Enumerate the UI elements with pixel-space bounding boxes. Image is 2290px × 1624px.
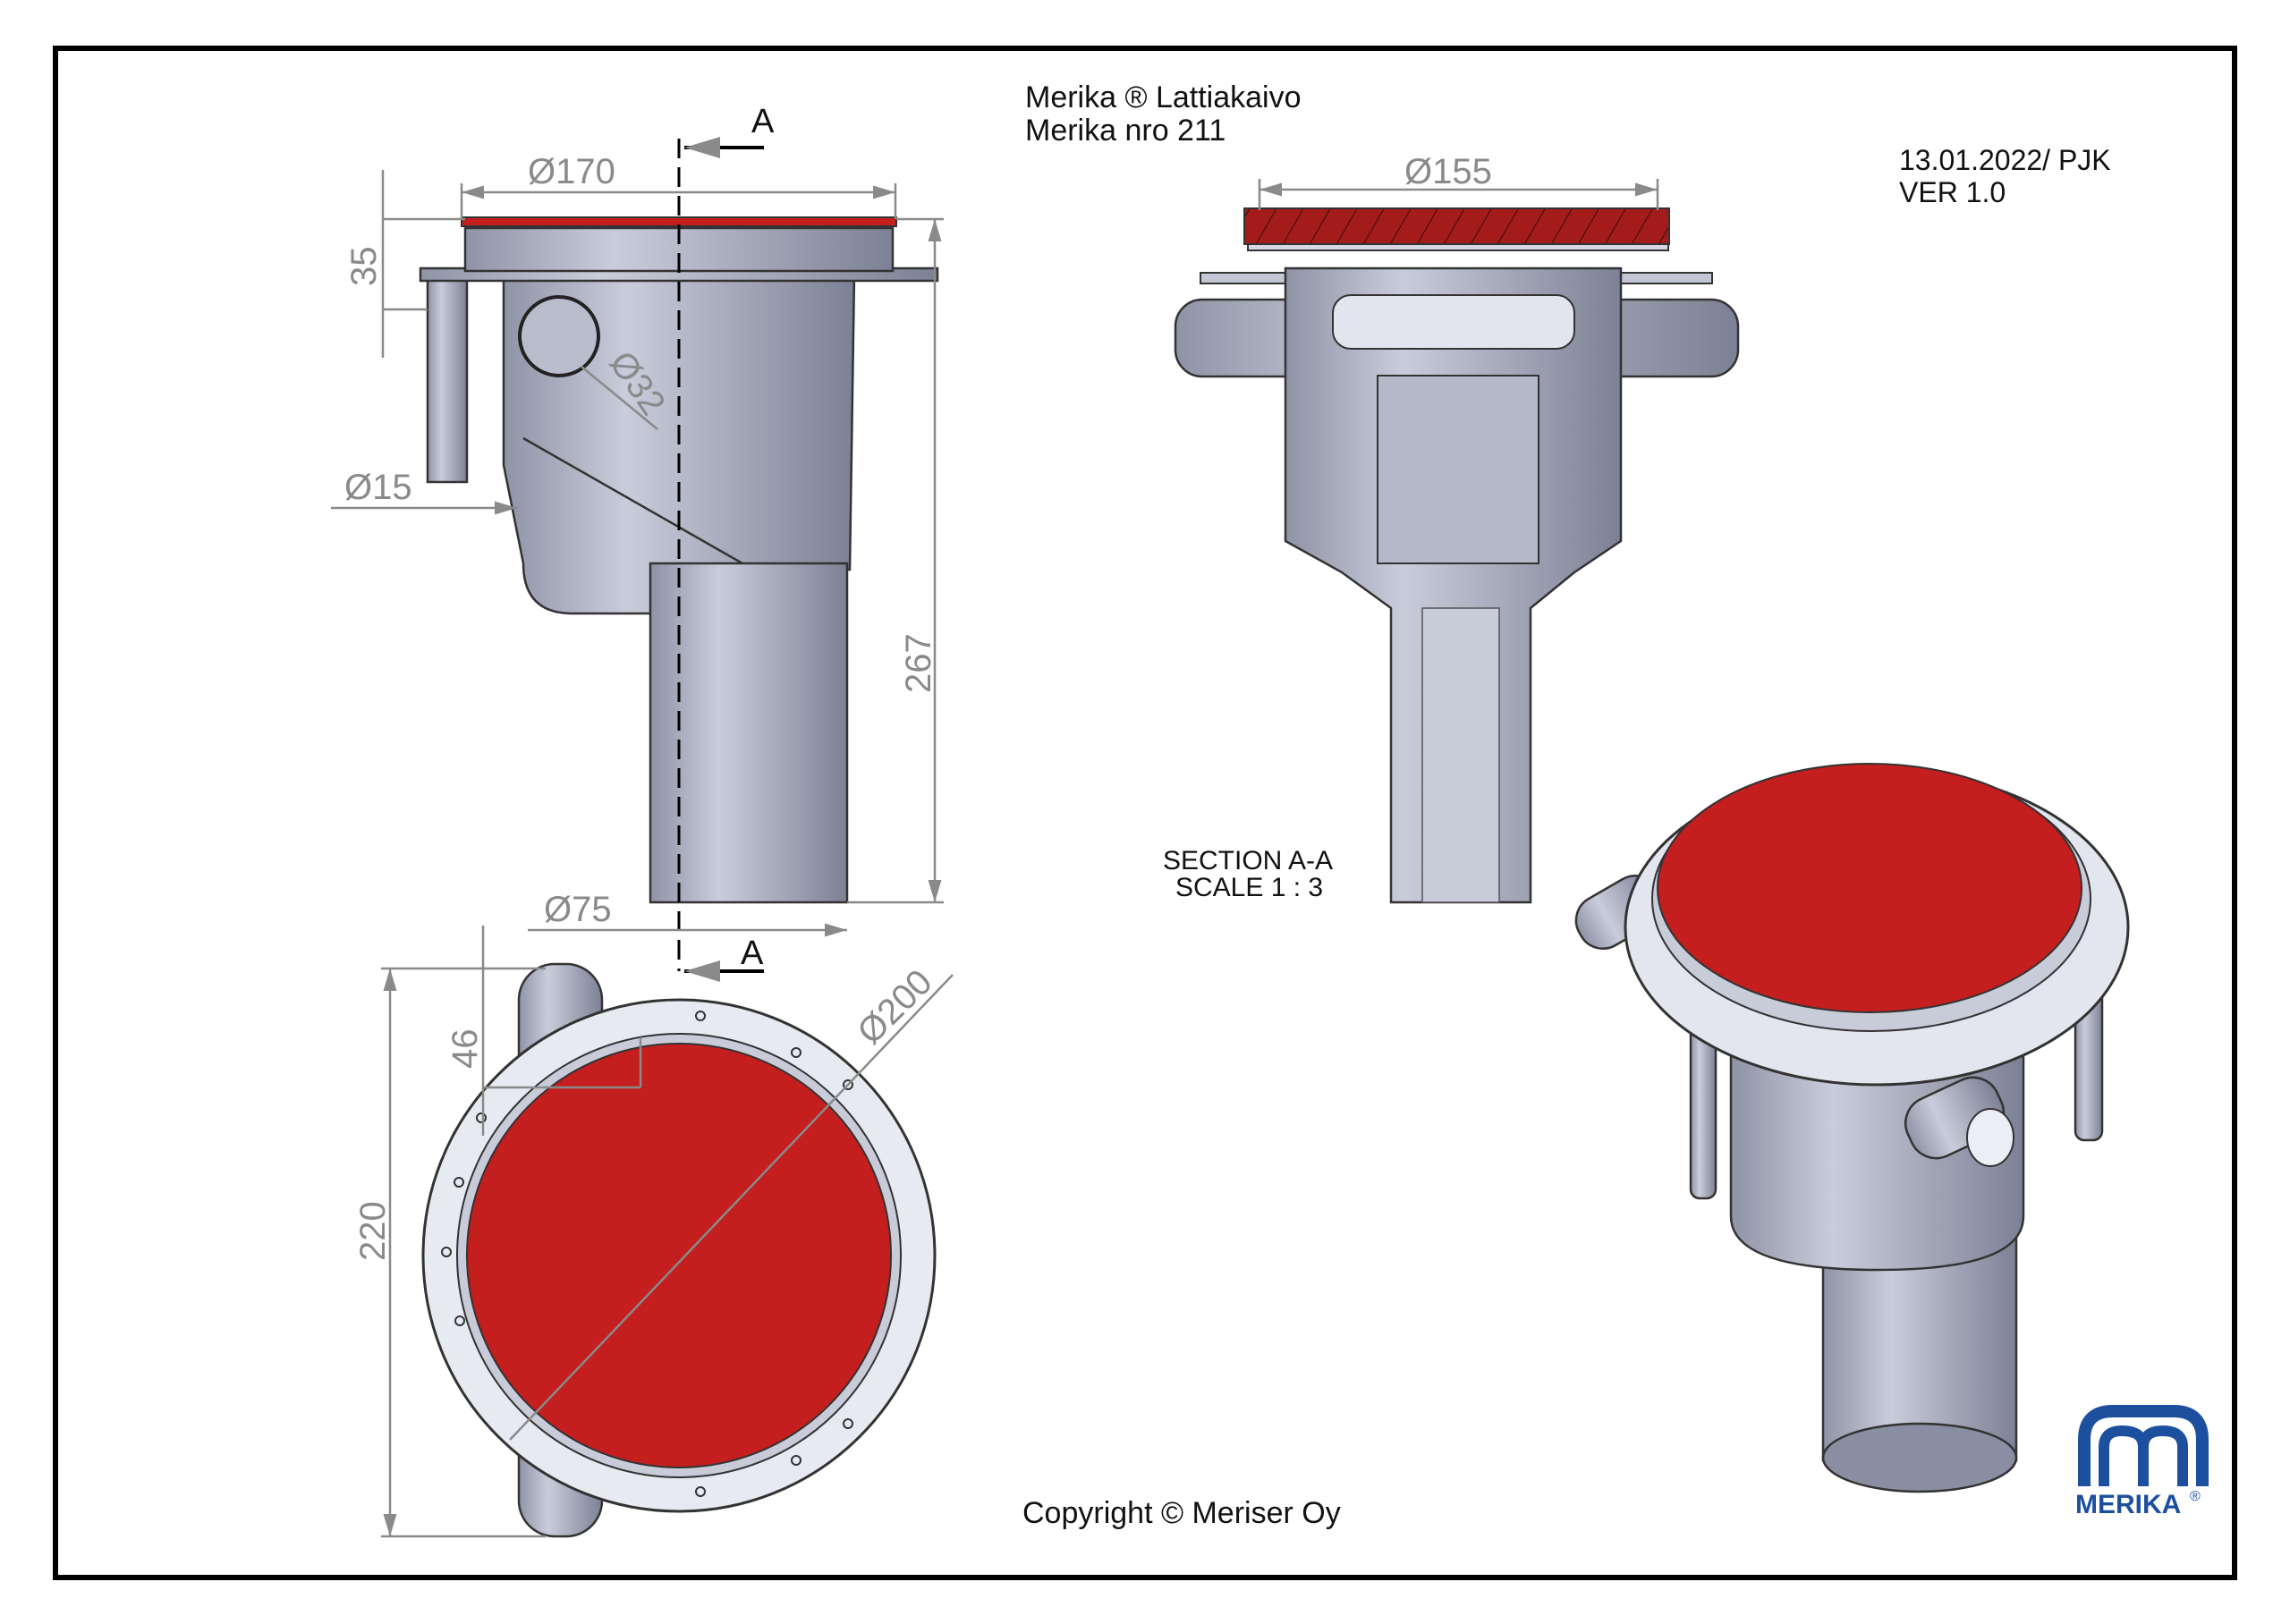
revision-date: 13.01.2022/ PJK (1899, 144, 2111, 176)
section-scale: SCALE 1 : 3 (1175, 873, 1323, 902)
section-marker-bottom: A (741, 935, 764, 972)
merika-logo: MERIKA ® (2075, 1405, 2209, 1519)
grate-iso (1657, 763, 2082, 1013)
section-label: SECTION A-A (1163, 846, 1333, 875)
drawing-border (53, 46, 2237, 1580)
dim-total-width: 220 (353, 1201, 393, 1261)
product-number: Merika nro 211 (1025, 114, 1226, 148)
revision-version: VER 1.0 (1899, 176, 2006, 208)
isometric-view (1574, 763, 2130, 1493)
dim-pipe-offset: 46 (445, 1029, 485, 1070)
dim-flange-diameter: Ø200 (850, 962, 939, 1052)
inlet-port (518, 295, 600, 377)
front-view: A A Ø170 35 267 Ø32 Ø15 Ø75 (331, 103, 944, 982)
dim-total-height: 267 (899, 633, 938, 693)
section-marker-top: A (751, 103, 775, 140)
dim-outlet-diameter: Ø75 (544, 890, 612, 929)
logo-registered: ® (2190, 1489, 2201, 1504)
copyright: Copyright © Meriser Oy (1022, 1496, 1341, 1530)
top-view: Ø200 220 46 (353, 926, 954, 1538)
dim-flange-height: 35 (344, 247, 384, 287)
drawing-title: Merika ® Lattiakaivo (1025, 80, 1302, 114)
logo-text: MERIKA (2075, 1490, 2181, 1519)
section-view: Ø155 SECTION A-A SCALE 1 : 3 (1163, 152, 1740, 904)
dim-grate-diameter: Ø155 (1404, 152, 1492, 191)
grate-section (1243, 207, 1670, 245)
dim-leg-diameter: Ø15 (344, 468, 412, 507)
dim-top-diameter: Ø170 (528, 152, 615, 191)
